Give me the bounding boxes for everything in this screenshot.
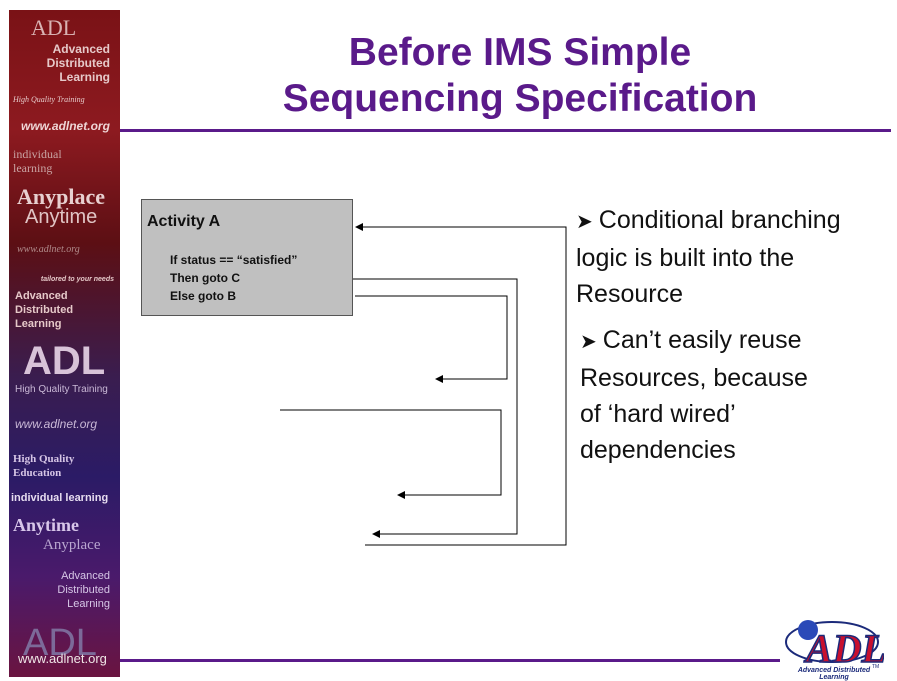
sidebar-text: High Quality (13, 453, 75, 465)
sidebar-text: Learning (67, 598, 110, 610)
sidebar-text: Distributed (46, 56, 110, 70)
sidebar-text: tailored to your needs (40, 276, 114, 283)
connector-line (355, 223, 567, 546)
sidebar-text: Anytime (25, 206, 98, 228)
logo-text: ADL (803, 626, 884, 671)
code-line: If status == “satisfied” (170, 253, 298, 267)
connector-line (280, 409, 502, 499)
sidebar-text: www.adlnet.org (15, 417, 98, 431)
title-divider (120, 129, 891, 132)
title-line-2: Sequencing Specification (282, 77, 758, 120)
arrow-bullet-icon: ➤ (576, 211, 593, 233)
code-line: Else goto B (170, 289, 237, 303)
sidebar-text: Learning (15, 318, 62, 330)
sidebar-text: Advanced (15, 290, 68, 302)
sidebar-text: Anyplace (43, 537, 101, 553)
footer-divider (120, 659, 780, 662)
sidebar-text: Distributed (15, 304, 74, 316)
sidebar-text: Advanced (52, 42, 110, 56)
sidebar-text: learning (13, 161, 53, 175)
sidebar-text: Education (13, 467, 62, 479)
bullet-text: Resources, because (580, 364, 808, 392)
code-line: Then goto C (170, 271, 240, 285)
bullet-2: ➤Can’t easily reuse Resources, because o… (580, 322, 808, 468)
footer-url: www.adlnet.org (18, 651, 107, 666)
bullet-text: Can’t easily reuse (602, 326, 802, 354)
sidebar-text: www.adlnet.org (21, 119, 110, 133)
sidebar-text: Learning (59, 70, 110, 84)
connector-line (355, 295, 508, 383)
activity-a-box: Activity A If status == “satisfied” Then… (141, 199, 353, 316)
sidebar-text: Anytime (13, 515, 79, 535)
sidebar-text: ADL (31, 15, 77, 40)
sidebar-text: High Quality Training (15, 384, 108, 395)
sidebar-text: ADL (23, 339, 106, 383)
adl-logo: ADL TM (785, 620, 884, 672)
title-line-1: Before IMS Simple (348, 31, 692, 74)
logo-tm: TM (872, 664, 879, 670)
connector-line (265, 278, 518, 538)
sidebar-text: High Quality Training (13, 95, 85, 104)
bullet-text: dependencies (580, 436, 736, 464)
logo-caption: Advanced Distributed Learning (797, 667, 871, 681)
sidebar-text: individual learning (11, 492, 109, 504)
sidebar-text: Anyplace (17, 184, 105, 209)
bullet-text: Conditional branching (598, 206, 841, 234)
slide-title: Before IMS Simple Sequencing Specificati… (160, 30, 880, 122)
bullet-text: logic is built into the (576, 244, 795, 272)
bullet-1: ➤Conditional branching logic is built in… (576, 202, 841, 312)
arrow-bullet-icon: ➤ (580, 331, 597, 353)
sidebar-text: ADL (23, 622, 97, 664)
decorative-sidebar: ADL Advanced Distributed Learning High Q… (9, 10, 120, 677)
bullet-text: Resource (576, 280, 683, 308)
activity-title: Activity A (147, 213, 221, 230)
sidebar-text: www.adlnet.org (17, 244, 80, 255)
sidebar-text: individual (13, 147, 62, 161)
bullet-text: of ‘hard wired’ (580, 400, 736, 428)
sidebar-text: Distributed (57, 584, 110, 596)
sidebar-text: Advanced (61, 570, 110, 582)
